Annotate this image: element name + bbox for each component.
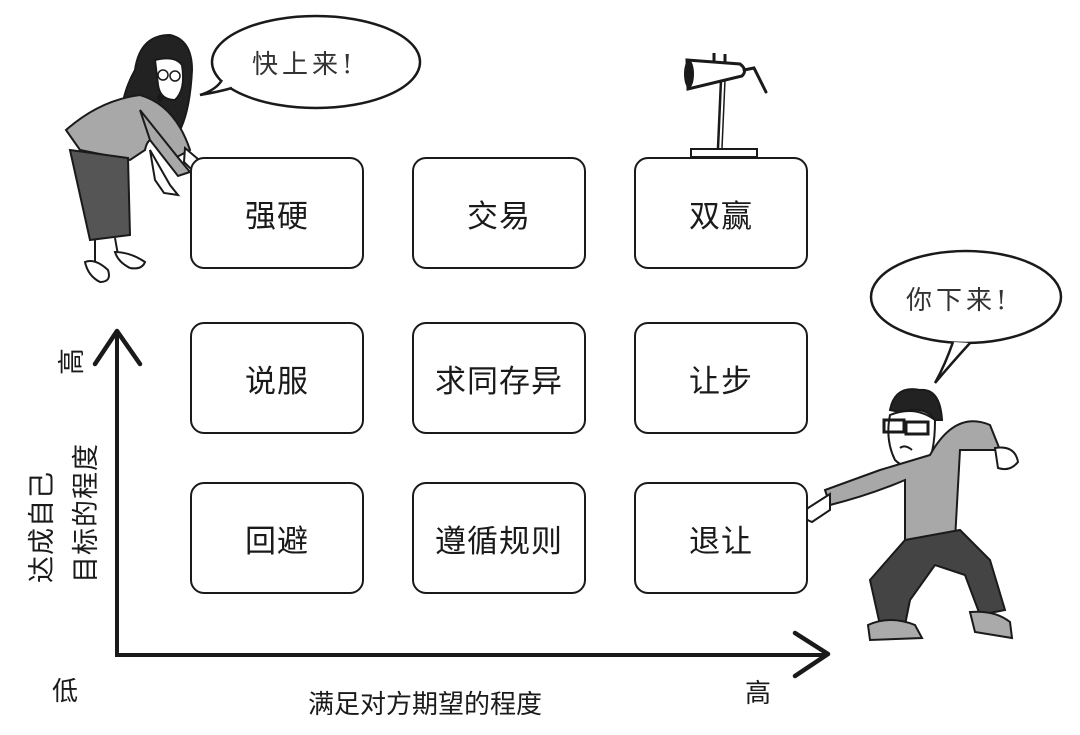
woman-speech-text: 快上来! xyxy=(252,50,357,80)
strategy-box-avoid: 回避 xyxy=(190,482,364,594)
x-axis-arrowhead xyxy=(792,630,831,679)
origin-low-label: 低 xyxy=(52,677,79,707)
y-axis-high-label: 高 xyxy=(57,347,88,375)
man-speech-text: 你下来! xyxy=(906,286,1011,316)
woman-character xyxy=(64,33,214,284)
strategy-box-win-win: 双赢 xyxy=(634,157,808,269)
y-axis-label-line1: 达成自己 xyxy=(27,471,58,583)
strategy-box-forceful: 强硬 xyxy=(190,157,364,269)
x-axis-label: 满足对方期望的程度 xyxy=(308,690,543,720)
telescope-icon xyxy=(684,53,768,158)
man-speech-bubble xyxy=(869,249,1063,384)
man-character xyxy=(803,388,1020,642)
y-axis-label-line2: 目标的程度 xyxy=(71,443,102,583)
y-axis-arrowhead xyxy=(92,328,143,367)
strategy-box-yield: 退让 xyxy=(634,482,808,594)
strategy-box-common-ground: 求同存异 xyxy=(412,322,586,434)
strategy-box-concede: 让步 xyxy=(634,322,808,434)
strategy-box-trade: 交易 xyxy=(412,157,586,269)
strategy-box-follow-rules: 遵循规则 xyxy=(412,482,586,594)
x-axis-high-label: 高 xyxy=(745,679,772,709)
woman-speech-bubble xyxy=(199,14,422,110)
strategy-box-persuade: 说服 xyxy=(190,322,364,434)
